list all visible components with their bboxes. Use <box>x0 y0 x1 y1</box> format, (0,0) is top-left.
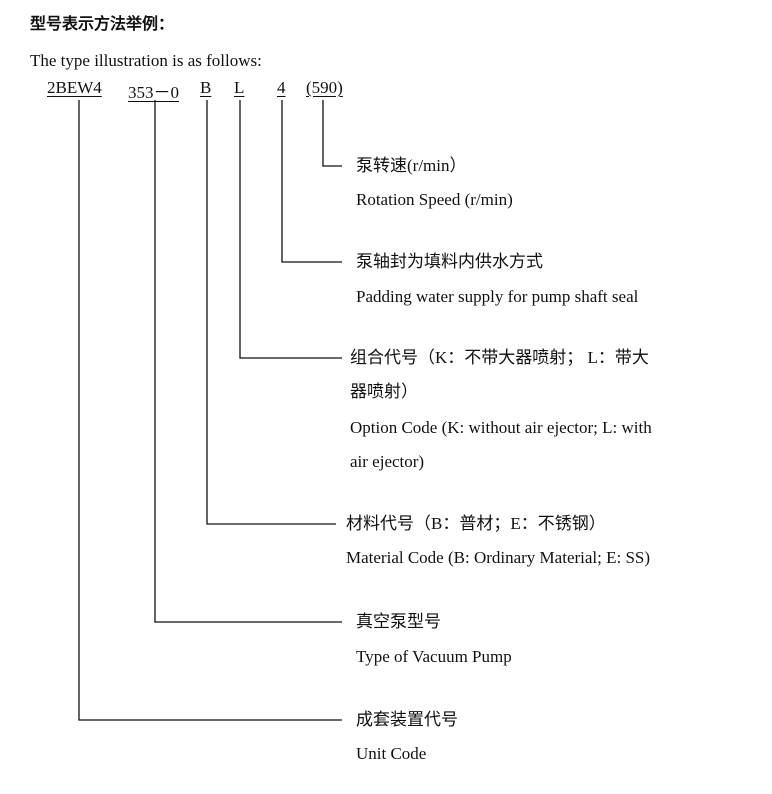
seal-zh: 泵轴封为填料内供水方式 <box>356 252 543 271</box>
code-option: L <box>234 78 245 97</box>
option-zh-2: 器喷射） <box>350 382 418 401</box>
leader-speed <box>322 100 342 167</box>
pump-type-zh: 真空泵型号 <box>356 612 441 631</box>
heading-en: The type illustration is as follows: <box>30 51 262 70</box>
option-en-1: Option Code (K: without air ejector; L: … <box>350 418 652 437</box>
code-speed: (590) <box>306 78 343 97</box>
speed-en: Rotation Speed (r/min) <box>356 190 513 209</box>
material-zh: 材料代号（B：普材；E：不锈钢） <box>346 514 606 533</box>
leader-unit <box>78 100 342 721</box>
leader-option <box>239 100 342 359</box>
option-en-2: air ejector) <box>350 452 425 471</box>
heading-zh: 型号表示方法举例： <box>30 14 175 33</box>
option-zh-1: 组合代号（K：不带大器喷射； L：带大 <box>350 348 649 367</box>
code-seal: 4 <box>277 78 286 97</box>
leader-material <box>206 100 336 525</box>
unit-en: Unit Code <box>356 744 427 763</box>
code-material: B <box>200 78 212 97</box>
material-en: Material Code (B: Ordinary Material; E: … <box>346 548 651 567</box>
leader-seal <box>281 100 342 263</box>
seal-en: Padding water supply for pump shaft seal <box>356 287 639 306</box>
unit-zh: 成套装置代号 <box>356 710 458 729</box>
speed-zh: 泵转速(r/min） <box>356 156 467 175</box>
code-pump-type: 353－0 <box>128 83 179 102</box>
leader-pump-type <box>154 100 342 623</box>
pump-type-en: Type of Vacuum Pump <box>356 647 512 666</box>
code-unit: 2BEW4 <box>47 78 102 97</box>
